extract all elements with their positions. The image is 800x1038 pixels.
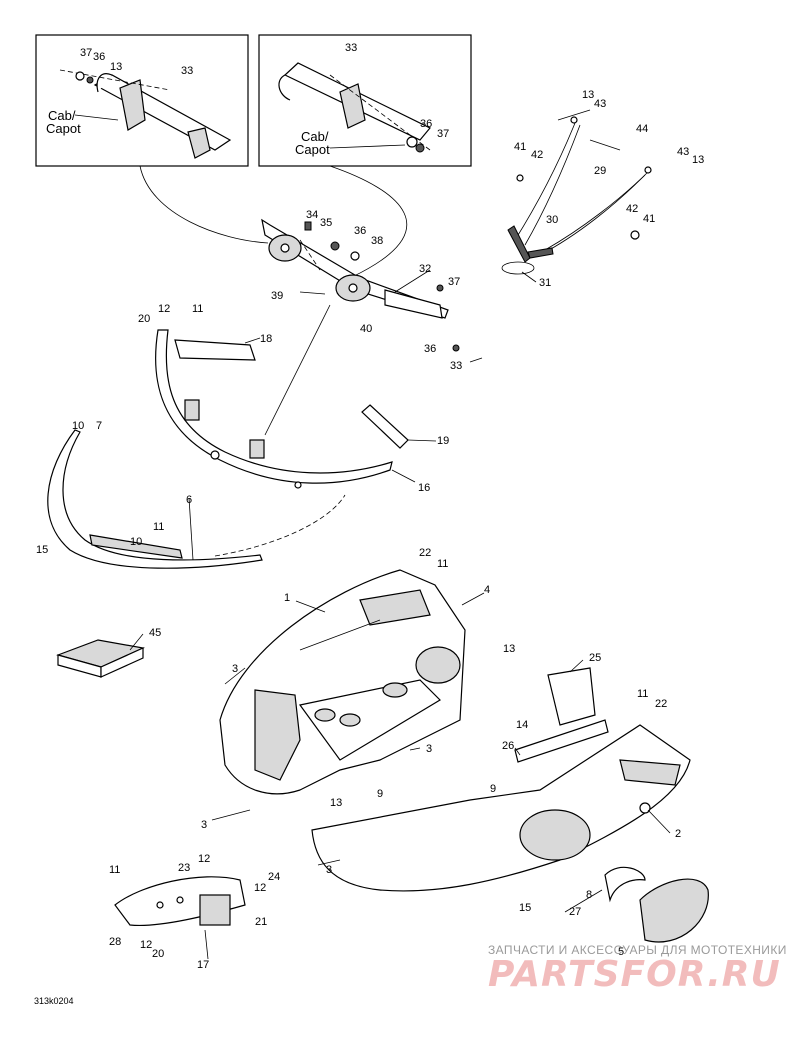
callout-28: 28 <box>109 936 121 948</box>
callout-6: 6 <box>186 494 192 506</box>
callout-12-b: 12 <box>198 853 210 865</box>
callout-40: 40 <box>360 323 372 335</box>
callout-4: 4 <box>484 584 490 596</box>
callout-12-a: 12 <box>158 303 170 315</box>
callout-14: 14 <box>516 719 528 731</box>
callout-30: 30 <box>546 214 558 226</box>
pad <box>56 639 146 678</box>
callout-3-b: 3 <box>426 743 432 755</box>
callout-29: 29 <box>594 165 606 177</box>
callout-3-c: 3 <box>201 819 207 831</box>
inset-right-label-1: Cab/ <box>301 129 329 144</box>
callout-45: 45 <box>149 627 161 639</box>
callout-24: 24 <box>268 871 280 883</box>
leader-lines <box>129 269 671 960</box>
callout-11-c: 11 <box>437 558 448 570</box>
callout-3-a: 3 <box>232 663 238 675</box>
callout-15-a: 15 <box>36 544 48 556</box>
callout-41-b: 41 <box>643 213 655 225</box>
inset-right <box>258 34 472 167</box>
callout-38: 38 <box>371 235 383 247</box>
callout-15-b: 15 <box>519 902 531 914</box>
callout-34: 34 <box>306 209 318 221</box>
callout-17: 17 <box>197 959 209 971</box>
callout-12-c: 12 <box>254 882 266 894</box>
inset-left <box>35 34 249 167</box>
inset-left-callout-37: 37 <box>80 47 92 59</box>
callout-42-b: 42 <box>626 203 638 215</box>
watermark-logo: PARTSFOR.RU <box>488 954 781 995</box>
callout-11-a: 11 <box>192 303 203 315</box>
callout-9-a: 9 <box>377 788 383 800</box>
callout-13-c: 13 <box>582 89 594 101</box>
callout-36-a: 36 <box>354 225 366 237</box>
callout-35: 35 <box>320 217 332 229</box>
inset-left-callout-13: 13 <box>110 61 122 73</box>
callout-8: 8 <box>586 889 592 901</box>
inset-right-callout-36: 36 <box>420 118 432 130</box>
figure-code: 313k0204 <box>34 996 74 1006</box>
callout-2: 2 <box>675 828 681 840</box>
callout-27: 27 <box>569 906 581 918</box>
callout-13-a: 13 <box>503 643 515 655</box>
callout-20-a: 20 <box>138 313 150 325</box>
callout-19: 19 <box>437 435 449 447</box>
callout-23: 23 <box>178 862 190 874</box>
inset-left-callout-36: 36 <box>93 51 105 63</box>
bracket-17 <box>114 876 246 927</box>
callout-43-a: 43 <box>594 98 606 110</box>
callout-43-b: 43 <box>677 146 689 158</box>
inset-right-callout-37: 37 <box>437 128 449 140</box>
callout-44: 44 <box>636 123 648 135</box>
callout-33-a: 33 <box>450 360 462 372</box>
callout-25: 25 <box>589 652 601 664</box>
bottom-pan <box>219 569 466 795</box>
inset-left-label-1: Cab/ <box>48 108 76 123</box>
cable-assembly <box>501 109 652 275</box>
callout-37-a: 37 <box>448 276 460 288</box>
callout-21: 21 <box>255 916 267 928</box>
callout-12-d: 12 <box>140 939 152 951</box>
callout-9-b: 9 <box>490 783 496 795</box>
callout-1: 1 <box>284 592 290 604</box>
callout-3-d: 3 <box>326 864 332 876</box>
callout-32: 32 <box>419 263 431 275</box>
reflector <box>604 866 709 943</box>
front-bumper <box>47 429 346 569</box>
inset-right-label-2: Capot <box>295 142 330 157</box>
callout-16: 16 <box>418 482 430 494</box>
callout-11-b: 11 <box>153 521 164 533</box>
callout-36-b: 36 <box>424 343 436 355</box>
callout-39: 39 <box>271 290 283 302</box>
callout-31: 31 <box>539 277 551 289</box>
callout-13-d: 13 <box>692 154 704 166</box>
callout-7: 7 <box>96 420 102 432</box>
inset-left-callout-33: 33 <box>181 65 193 77</box>
inset-left-label-2: Capot <box>46 121 81 136</box>
callout-10-a: 10 <box>72 420 84 432</box>
mounting-bracket-assembly <box>261 218 483 363</box>
callout-22-b: 22 <box>655 698 667 710</box>
inset-right-callout-33: 33 <box>345 42 357 54</box>
callout-41-a: 41 <box>514 141 526 153</box>
callout-10-b: 10 <box>130 536 142 548</box>
callout-11-d: 11 <box>637 688 648 700</box>
callout-26: 26 <box>502 740 514 752</box>
callout-11-e: 11 <box>109 864 120 876</box>
callout-20-b: 20 <box>152 948 164 960</box>
callout-13-b: 13 <box>330 797 342 809</box>
callout-5: 5 <box>618 946 624 958</box>
front-bumper-bracket <box>155 304 409 489</box>
callout-42-a: 42 <box>531 149 543 161</box>
callout-22-a: 22 <box>419 547 431 559</box>
callout-18: 18 <box>260 333 272 345</box>
lower-pan <box>311 667 691 892</box>
watermark-line: ЗАПЧАСТИ И АКСЕССУАРЫ ДЛЯ МОТОТЕХНИКИ <box>488 943 787 957</box>
